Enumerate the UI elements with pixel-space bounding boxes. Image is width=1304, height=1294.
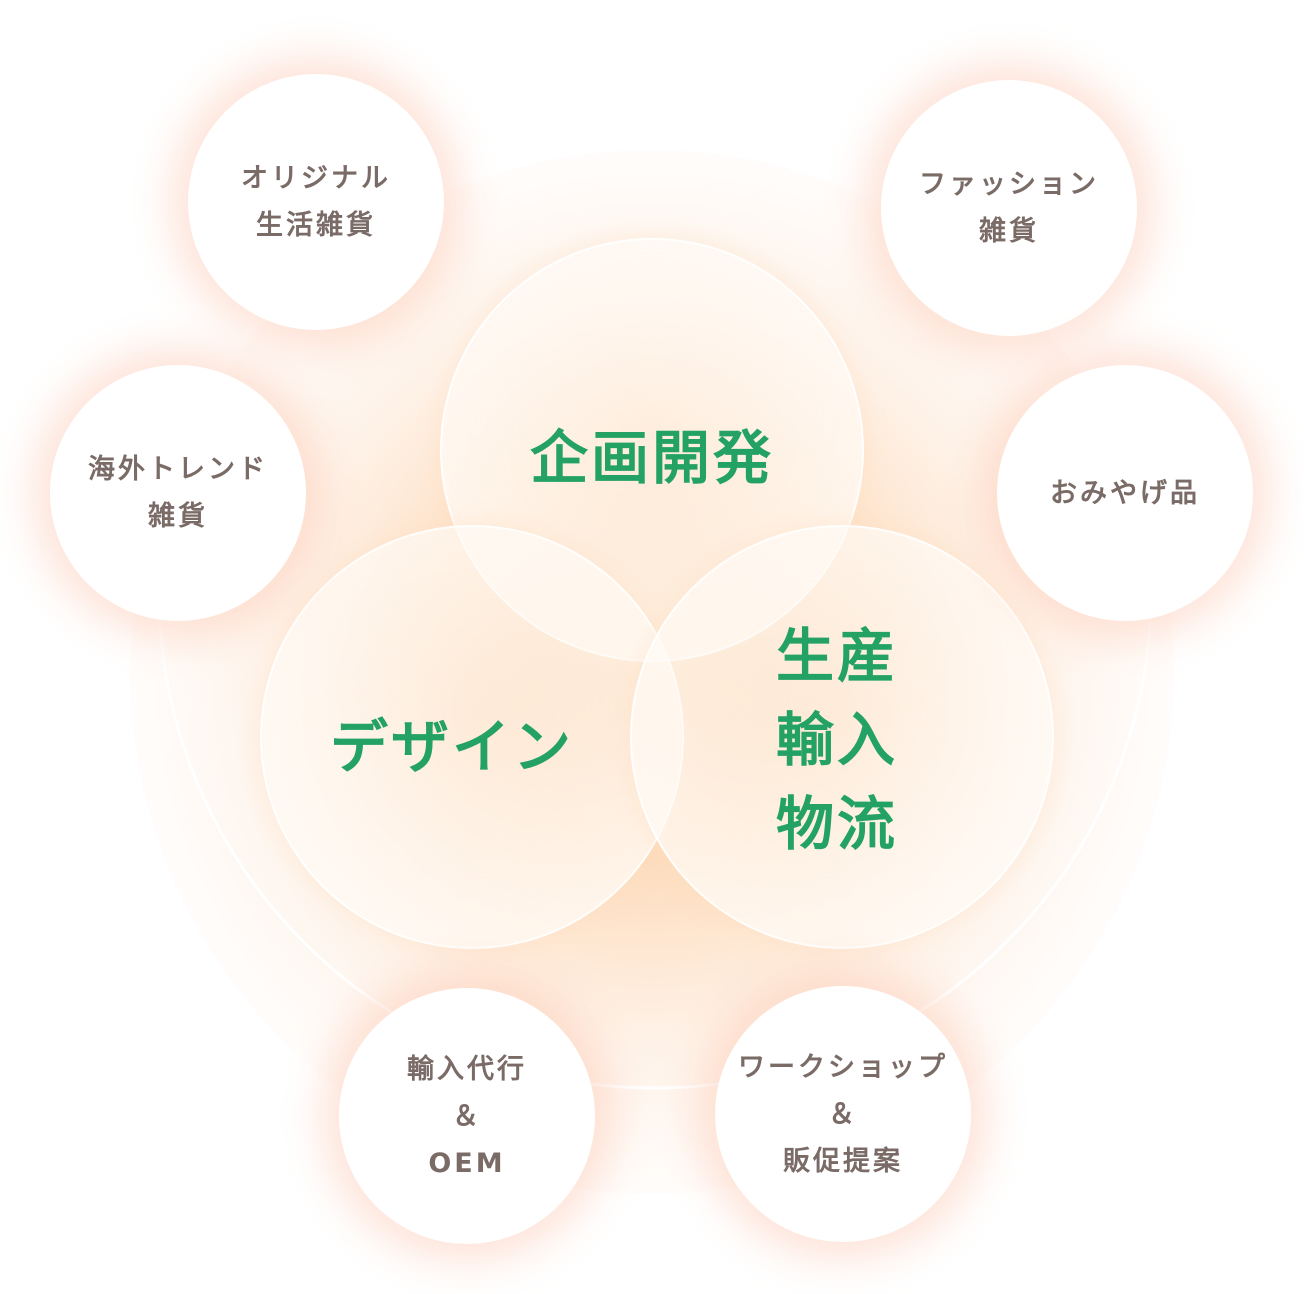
satellite-workshop-promotion: ワークショップ ＆ 販促提案	[715, 986, 971, 1242]
satellite-fashion-goods: ファッション 雑貨	[881, 80, 1137, 336]
satellite-overseas-trend-label: 海外トレンド 雑貨	[88, 454, 268, 532]
satellite-original-goods: オリジナル 生活雑貨	[188, 74, 444, 330]
satellite-overseas-trend: 海外トレンド 雑貨	[50, 365, 306, 621]
satellite-import-agency-oem-label: 輸入代行 ＆ OEM	[407, 1053, 527, 1179]
core-planning-label: 企画開発	[529, 423, 774, 492]
brand-name: Maruwa Trading	[504, 116, 819, 178]
core-design-circle: デザイン	[260, 525, 684, 949]
core-production-label: 生産 輸入 物流	[775, 622, 898, 858]
core-design-label: デザイン	[329, 713, 574, 781]
satellite-souvenirs-label: おみやげ品	[1050, 477, 1200, 509]
core-production-circle: 生産 輸入 物流	[630, 525, 1054, 949]
satellite-souvenirs: おみやげ品	[997, 365, 1253, 621]
satellite-workshop-promotion-label: ワークショップ ＆ 販促提案	[738, 1051, 948, 1177]
satellite-fashion-goods-label: ファッション 雑貨	[919, 169, 1099, 247]
brand-name-path: Maruwa Trading	[504, 116, 818, 178]
satellite-original-goods-label: オリジナル 生活雑貨	[241, 163, 391, 241]
satellite-import-agency-oem: 輸入代行 ＆ OEM	[339, 988, 595, 1244]
